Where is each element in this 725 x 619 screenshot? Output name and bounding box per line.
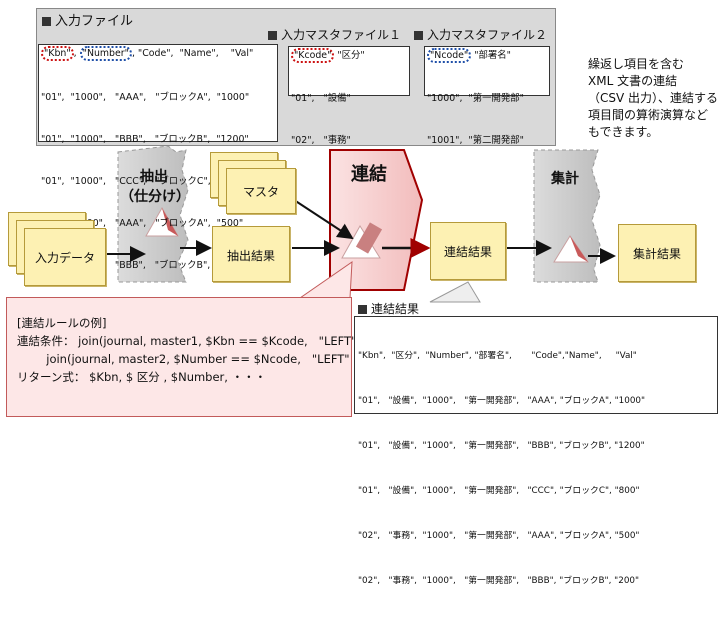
input-data-doc: 入力データ — [24, 228, 106, 286]
join-prism-icon — [341, 222, 383, 259]
ncode-header: "Ncode" — [427, 48, 472, 63]
master2-header-rest: "部署名" — [471, 50, 511, 61]
master1-table: "Kcode" "区分" "01", "設備" "02", "事務" — [288, 46, 410, 146]
join-rule-box: [連結ルールの例] 連結条件： join(journal, master1, $… — [6, 297, 369, 417]
title-square-icon — [358, 305, 367, 314]
rule-line-3: リターン式： $Kbn, $ 区分 , $Number, ・・・ — [17, 370, 267, 384]
diagram-canvas — [55, 47, 616, 303]
result-callout-pointer — [429, 281, 481, 303]
title-square-icon — [268, 31, 277, 40]
result-title-text: 連結結果 — [371, 302, 420, 316]
input-file-title-text: 入力ファイル — [55, 14, 134, 29]
aggregate-result-label: 集計結果 — [632, 247, 681, 261]
aggregate-prism-icon — [553, 235, 589, 263]
arrow-master-to-join — [287, 195, 354, 240]
table-row: "02", "事務", "1000", "第一開発部", "AAA", "ブロッ… — [358, 531, 640, 541]
input-file-table: "Kbn", "Number", "Code", "Name", "Val" "… — [38, 44, 278, 271]
master2-rows: "1000", "第一開発部" "1001", "第二開発部" — [427, 64, 524, 176]
master-doc: マスタ — [226, 168, 296, 214]
rule-title: [連結ルールの例] — [17, 316, 107, 330]
extract-result-doc: 抽出結果 — [212, 226, 290, 282]
join-result-label: 連結結果 — [443, 245, 492, 259]
table-row: "1001", "第二開発部" — [427, 135, 524, 146]
input-file-header: "Kbn", "Number", "Code", "Name", "Val" — [41, 46, 254, 61]
join-stage-label: 連結 — [351, 164, 387, 185]
title-square-icon — [42, 17, 51, 26]
master1-title-text: 入力マスタファイル１ — [281, 28, 402, 42]
side-note-line: 項目間の算術演算など — [588, 108, 709, 122]
table-row: "01", "設備" — [291, 93, 351, 104]
table-row: "01", "1000", "BBB", "ブロックB", "1200" — [41, 134, 249, 145]
title-square-icon — [414, 31, 423, 40]
rule-callout-pointer — [298, 261, 353, 299]
side-note-line: 繰返し項目を含む — [588, 57, 685, 71]
master1-header: "Kcode" "区分" — [291, 48, 365, 63]
extract-prism-icon — [145, 206, 179, 237]
result-table: "Kbn", "区分", "Number", "部署名", "Code","Na… — [354, 316, 718, 586]
result-rows: "Kbn", "区分", "Number", "部署名", "Code","Na… — [358, 319, 645, 619]
input-file-title: 入力ファイル — [42, 10, 133, 29]
master-label: マスタ — [242, 185, 279, 199]
master2-header: "Ncode" "部署名" — [427, 48, 511, 63]
rule-line-1: 連結条件： join(journal, master1, $Kbn == $Kc… — [17, 334, 369, 348]
master2-title-text: 入力マスタファイル２ — [427, 28, 548, 42]
table-row: "01", "設備", "1000", "第一開発部", "AAA", "ブロッ… — [358, 396, 646, 406]
number-header: "Number" — [79, 46, 132, 61]
extract-result-label: 抽出結果 — [226, 249, 275, 263]
table-row: "01", "設備", "1000", "第一開発部", "BBB", "ブロッ… — [358, 441, 645, 451]
side-note: 繰返し項目を含む XML 文書の連結 （CSV 出力）、連結する 項目間の算術演… — [588, 56, 723, 141]
table-row: "02", "事務" — [291, 135, 351, 146]
result-title: 連結結果 — [358, 300, 419, 317]
master1-rows: "01", "設備" "02", "事務" — [291, 64, 351, 176]
kcode-header: "Kcode" — [291, 48, 335, 63]
input-header-rest: , "Code", "Name", "Val" — [131, 48, 254, 59]
master2-title: 入力マスタファイル２ — [414, 26, 547, 43]
master1-header-rest: "区分" — [334, 50, 365, 61]
aggregate-result-doc: 集計結果 — [618, 224, 696, 282]
aggregate-stage-label: 集計 — [551, 171, 579, 187]
table-row: "02", "事務", "1000", "第一開発部", "BBB", "ブロッ… — [358, 576, 640, 586]
master2-table: "Ncode" "部署名" "1000", "第一開発部" "1001", "第… — [424, 46, 550, 146]
table-row: "01", "1000", "AAA", "ブロックA", "1000" — [41, 92, 250, 103]
rule-line-2: join(journal, master2, $Number == $Ncode… — [17, 352, 358, 366]
table-row: "01", "設備", "1000", "第一開発部", "CCC", "ブロッ… — [358, 486, 640, 496]
kbn-header: "Kbn" — [41, 46, 74, 61]
master1-title: 入力マスタファイル１ — [268, 26, 401, 43]
extract-stage-label: 抽出 （仕分け） — [120, 169, 190, 205]
side-note-line: もできます。 — [588, 125, 659, 139]
input-data-label: 入力データ — [34, 251, 95, 265]
table-row: "Kbn", "区分", "Number", "部署名", "Code","Na… — [358, 351, 637, 361]
side-note-line: XML 文書の連結 — [588, 74, 678, 88]
join-result-doc: 連結結果 — [430, 222, 506, 280]
table-row: "1000", "第一開発部" — [427, 93, 524, 104]
side-note-line: （CSV 出力）、連結する — [588, 91, 719, 105]
